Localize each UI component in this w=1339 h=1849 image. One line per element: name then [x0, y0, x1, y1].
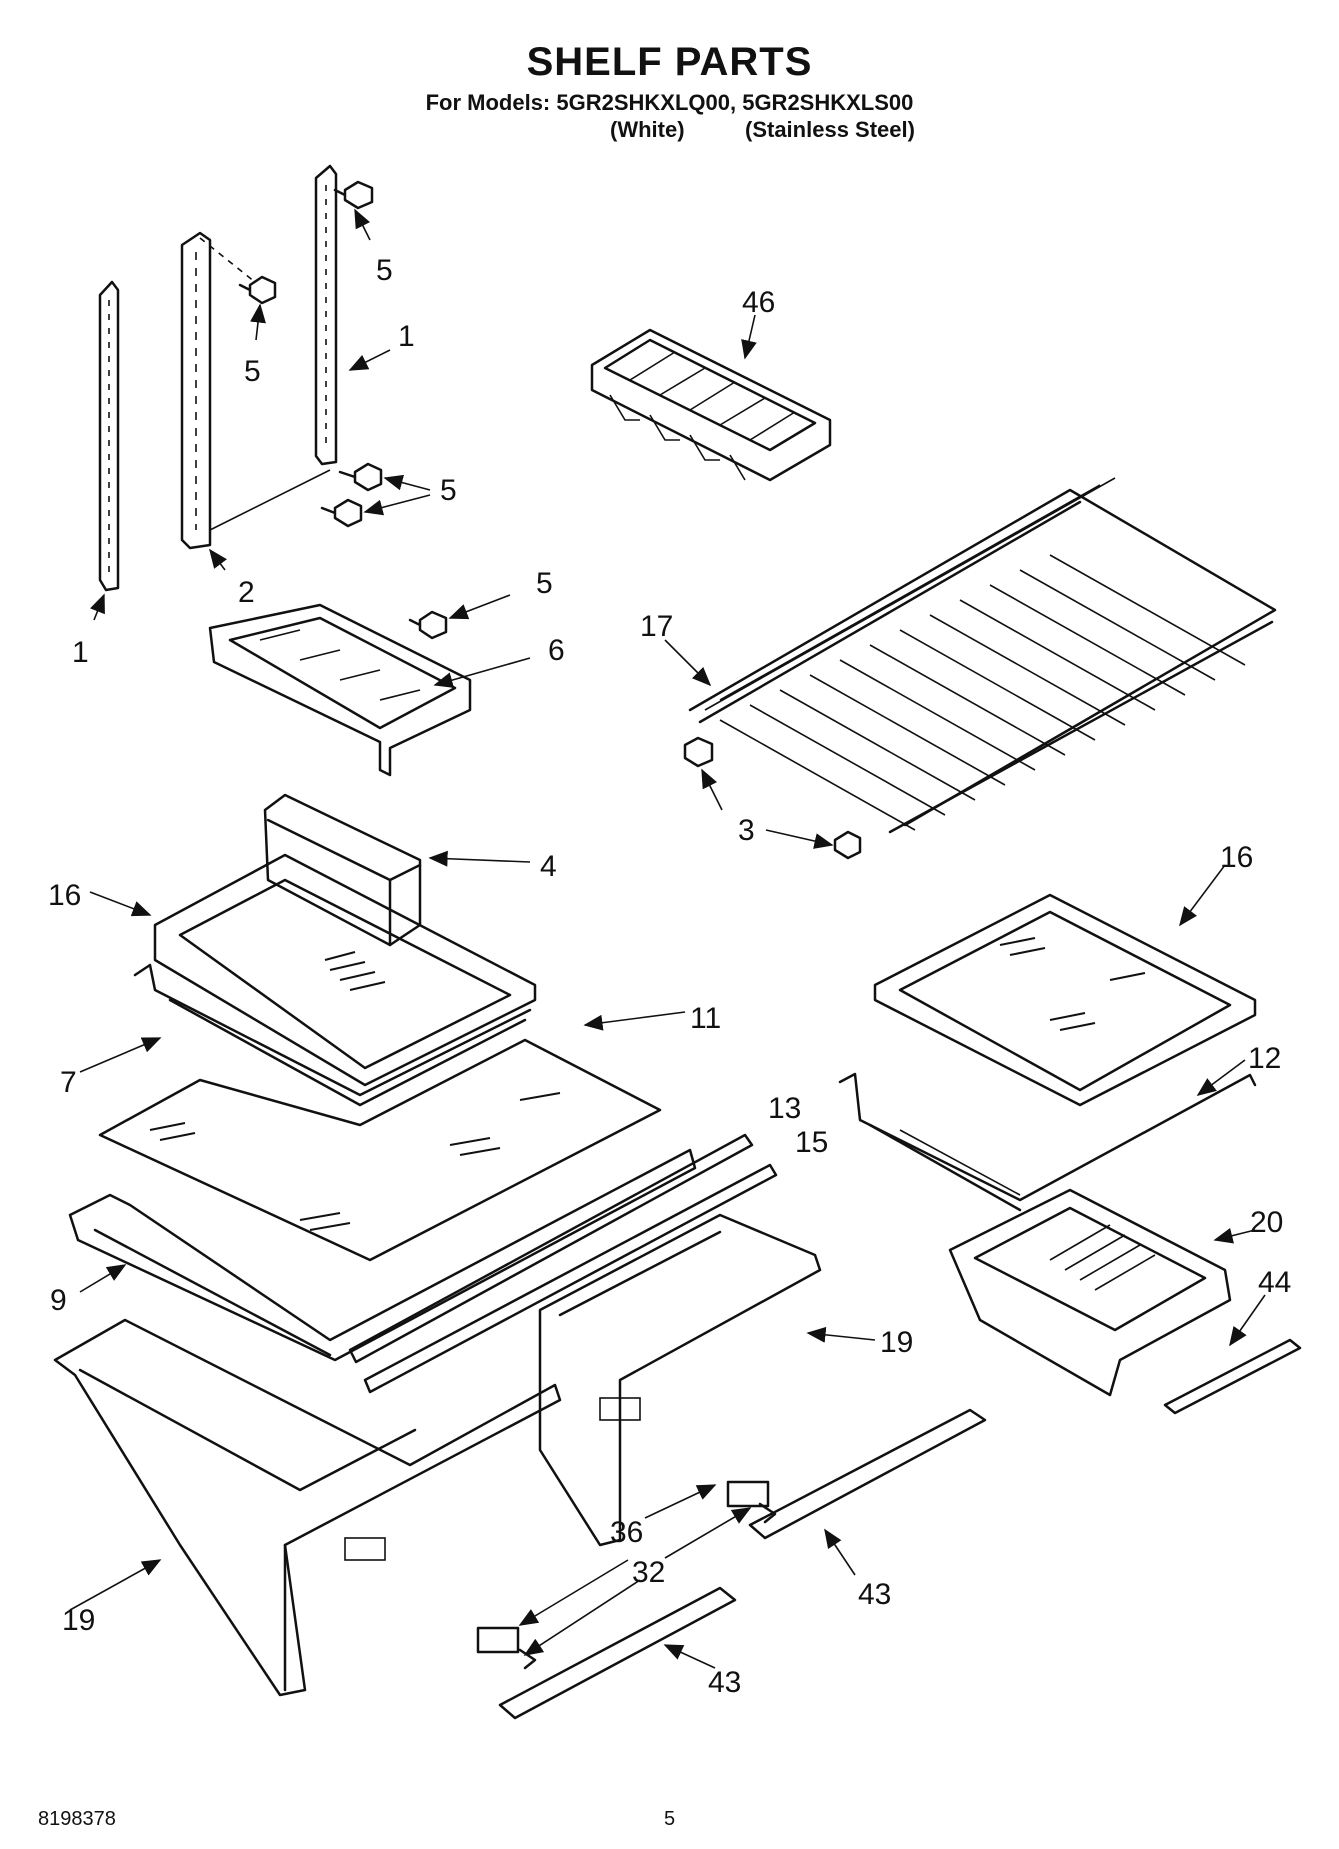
shelf-rail-center	[180, 231, 256, 550]
callout-5-screws: 5	[440, 474, 457, 507]
utility-bin	[263, 793, 422, 947]
screw-middle-1	[338, 462, 383, 492]
crisper-drawer-right	[538, 1213, 822, 1547]
callout-36: 36	[610, 1516, 643, 1549]
models-line: For Models: 5GR2SHKXLQ00, 5GR2SHKXLS00	[425, 90, 914, 115]
shelf-rail-right	[209, 164, 338, 531]
retainer-clip-upper	[758, 1502, 777, 1524]
crisper-cover-frame	[68, 1148, 697, 1362]
callout-13: 13	[768, 1092, 801, 1125]
glass-shelf-left	[153, 853, 537, 1087]
callout-19-right: 19	[880, 1326, 913, 1359]
variant-steel-label: (Stainless Steel)	[745, 117, 915, 142]
callout-1-left-rail: 1	[72, 636, 89, 669]
meat-pan	[948, 1188, 1232, 1397]
callout-16-right: 16	[1220, 841, 1253, 874]
callout-5-bracket: 5	[536, 567, 553, 600]
screw-upper-left	[238, 275, 277, 305]
callout-11: 11	[690, 1002, 721, 1035]
pan-support-bracket	[208, 603, 472, 777]
ice-cube-tray	[590, 328, 832, 482]
callout-43-right: 43	[858, 1578, 891, 1611]
shelf-rail-left	[98, 280, 120, 592]
callout-17: 17	[640, 610, 673, 643]
callout-7: 7	[60, 1066, 77, 1099]
crisper-trim-right	[748, 1408, 987, 1540]
callout-1-right-rail: 1	[398, 320, 415, 353]
shelf-frame	[133, 963, 532, 1107]
callout-3: 3	[738, 814, 755, 847]
callout-5-rail: 5	[244, 355, 261, 388]
page-title: SHELF PARTS	[526, 40, 813, 84]
crisper-rail-13	[348, 1133, 754, 1364]
callout-4: 4	[540, 850, 557, 883]
callout-46: 46	[742, 286, 775, 319]
shelf-support-lower	[833, 830, 862, 860]
screw-top	[333, 180, 374, 210]
callout-44: 44	[1258, 1266, 1291, 1299]
crisper-rail-15	[363, 1163, 778, 1394]
document-number: 8198378	[38, 1808, 116, 1830]
crisper-drawer-left	[53, 1318, 562, 1697]
screw-bracket	[408, 610, 448, 640]
shelf-support-upper	[683, 736, 714, 768]
callout-32: 32	[632, 1556, 665, 1589]
callout-5-top: 5	[376, 254, 393, 287]
wire-shelf	[688, 477, 1277, 834]
crisper-cover-glass	[98, 1038, 662, 1262]
callout-16-left: 16	[48, 879, 81, 912]
humidity-control-upper	[726, 1480, 770, 1508]
pan-trim	[1163, 1338, 1302, 1415]
callout-20: 20	[1250, 1206, 1283, 1239]
crisper-trim-lower	[498, 1586, 737, 1720]
callout-9: 9	[50, 1284, 67, 1317]
callout-12: 12	[1248, 1042, 1281, 1075]
callout-6: 6	[548, 634, 565, 667]
humidity-control-lower	[476, 1626, 520, 1654]
page-number: 5	[664, 1808, 676, 1830]
callout-2: 2	[238, 576, 255, 609]
glass-shelf-right	[873, 893, 1257, 1107]
screw-middle-2	[320, 498, 363, 528]
callout-15: 15	[795, 1126, 828, 1159]
callout-43-lower: 43	[708, 1666, 741, 1699]
callout-19-left: 19	[62, 1604, 95, 1637]
variant-white-label: (White)	[610, 117, 685, 142]
pan-frame	[838, 1072, 1257, 1212]
leader-arrows	[69, 208, 1266, 1669]
